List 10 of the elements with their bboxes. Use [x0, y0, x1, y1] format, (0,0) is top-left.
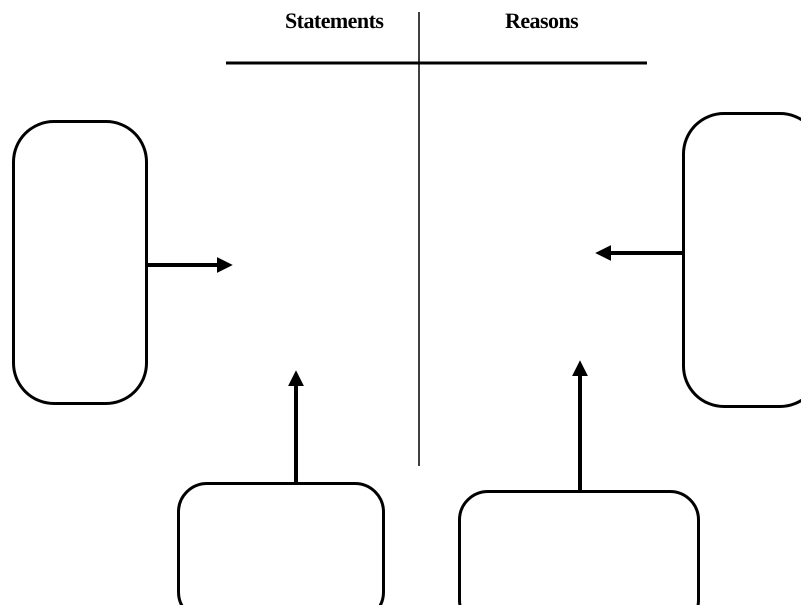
- arrow: [572, 360, 588, 490]
- rounded-box: [458, 490, 700, 605]
- rounded-box: [682, 112, 801, 408]
- arrow: [148, 257, 233, 273]
- rounded-box: [12, 120, 148, 405]
- rounded-box: [177, 482, 385, 605]
- column-heading: Reasons: [505, 7, 578, 35]
- arrow: [288, 370, 304, 482]
- column-heading: Statements: [285, 7, 384, 35]
- arrow: [595, 245, 682, 261]
